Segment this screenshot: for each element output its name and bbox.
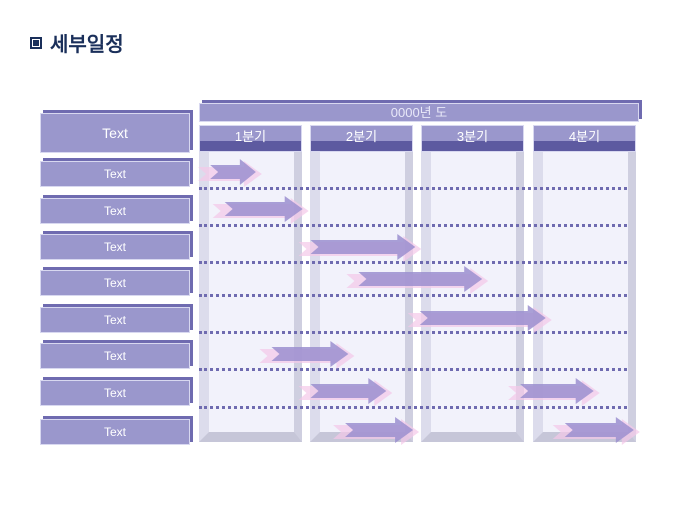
schedule-arrow xyxy=(198,159,262,187)
header-cell: Text xyxy=(40,113,190,153)
schedule-arrow xyxy=(346,266,489,294)
row-divider xyxy=(199,406,627,409)
schedule-arrow xyxy=(259,341,355,369)
quarter-column-3 xyxy=(421,152,524,442)
schedule-arrow xyxy=(407,305,552,333)
schedule-arrow xyxy=(212,196,309,224)
row-divider xyxy=(199,368,627,371)
row-label: Text xyxy=(40,307,190,333)
year-header: 0000년 도 xyxy=(199,103,639,122)
schedule-arrow xyxy=(298,234,422,262)
row-divider xyxy=(199,331,627,334)
row-divider xyxy=(199,294,627,297)
title-text: 세부일정 xyxy=(50,32,124,56)
row-label: Text xyxy=(40,419,190,445)
schedule-arrow xyxy=(552,417,640,445)
schedule-arrow xyxy=(298,378,393,406)
schedule-arrow xyxy=(508,378,600,406)
row-divider xyxy=(199,187,627,190)
row-label: Text xyxy=(40,234,190,260)
row-divider xyxy=(199,224,627,227)
row-label: Text xyxy=(40,380,190,406)
row-label: Text xyxy=(40,198,190,224)
quarter-header-4: 4분기 xyxy=(533,125,636,152)
row-label: Text xyxy=(40,161,190,187)
row-label: Text xyxy=(40,270,190,296)
schedule-arrow xyxy=(333,417,420,445)
quarter-header-3: 3분기 xyxy=(421,125,524,152)
page-title: 세부일정 xyxy=(30,28,124,57)
row-divider xyxy=(199,261,627,264)
quarter-header-2: 2분기 xyxy=(310,125,413,152)
row-label: Text xyxy=(40,343,190,369)
quarter-header-1: 1분기 xyxy=(199,125,302,152)
square-bullet-icon xyxy=(30,36,42,49)
